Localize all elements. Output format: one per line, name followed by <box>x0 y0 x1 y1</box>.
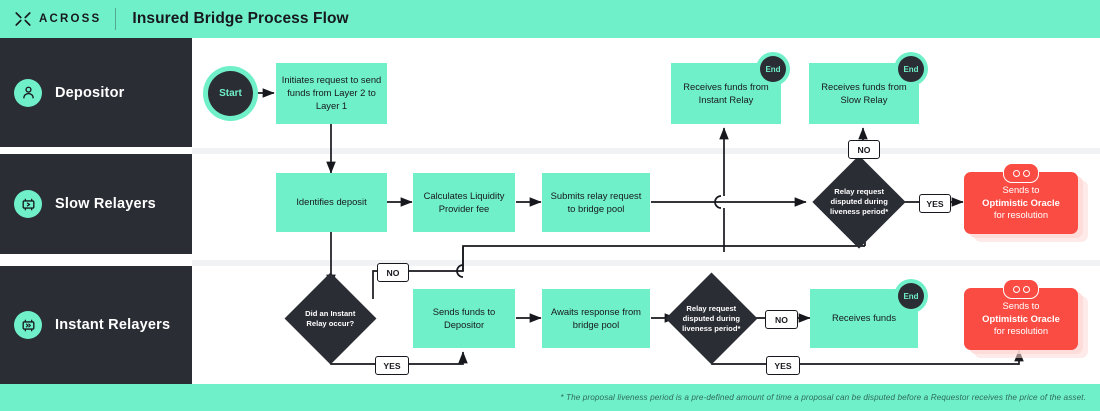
sidebar-label-slow-relayers: Slow Relayers <box>55 196 156 212</box>
oracle-line-3: for resolution <box>993 209 1049 221</box>
oracle-line-2: Optimistic Oracle <box>982 312 1060 324</box>
node-submits-relay-request[interactable]: Submits relay request to bridge pool <box>542 173 650 232</box>
sidebar-item-instant-relayers[interactable]: Instant Relayers <box>0 266 192 384</box>
oracle-line-3: for resolution <box>993 325 1049 337</box>
node-awaits-response[interactable]: Awaits response from bridge pool <box>542 289 650 348</box>
page-title: Insured Bridge Process Flow <box>132 10 349 27</box>
optimistic-oracle-icon <box>1003 163 1039 183</box>
node-optimistic-oracle-instant[interactable]: Sends to Optimistic Oracle for resolutio… <box>964 279 1088 358</box>
footer-bar: * The proposal liveness period is a pre-… <box>0 384 1100 411</box>
relay-icon <box>14 190 42 218</box>
brand-name: ACROSS <box>39 13 102 25</box>
header-divider <box>115 8 117 30</box>
node-identifies-deposit[interactable]: Identifies deposit <box>276 173 387 232</box>
optimistic-oracle-icon <box>1003 279 1039 299</box>
node-optimistic-oracle-slow[interactable]: Sends to Optimistic Oracle for resolutio… <box>964 163 1088 242</box>
footnote-text: * The proposal liveness period is a pre-… <box>560 393 1086 402</box>
fast-relay-icon <box>14 311 42 339</box>
oracle-line-1: Sends to <box>1002 183 1040 195</box>
end-badge: End <box>898 283 924 309</box>
edge-label-yes-instant-dispute: YES <box>766 356 800 375</box>
across-logo-icon <box>15 12 31 26</box>
brand-logo[interactable]: ACROSS <box>0 10 101 28</box>
lane-separator <box>192 148 1100 154</box>
start-node[interactable]: Start <box>208 71 253 116</box>
node-initiates-request[interactable]: Initiates request to send funds from Lay… <box>276 63 387 124</box>
node-sends-funds-to-depositor[interactable]: Sends funds to Depositor <box>413 289 515 348</box>
edge-label-no-instant: NO <box>377 263 409 282</box>
lane-separator <box>192 260 1100 266</box>
end-badge: End <box>898 56 924 82</box>
edge-label-no-instant-dispute: NO <box>765 310 798 329</box>
sidebar-item-depositor[interactable]: Depositor <box>0 38 192 147</box>
decision-instant-relay-disputed-label: Relay request disputed during liveness p… <box>682 303 741 333</box>
decision-slow-relay-disputed-label: Relay request disputed during liveness p… <box>829 187 889 216</box>
decision-instant-relay-occurred-label: Did an Instant Relay occur? <box>305 308 356 328</box>
oracle-line-1: Sends to <box>1002 299 1040 311</box>
sidebar-label-instant-relayers: Instant Relayers <box>55 317 171 333</box>
end-badge: End <box>760 56 786 82</box>
node-calculates-lp-fee[interactable]: Calculates Liquidity Provider fee <box>413 173 515 232</box>
header-bar: ACROSS Insured Bridge Process Flow <box>0 0 1100 38</box>
sidebar-label-depositor: Depositor <box>55 84 125 101</box>
edge-label-yes-slow: YES <box>919 194 951 213</box>
edge-label-yes-instant: YES <box>375 356 409 375</box>
user-icon <box>14 78 42 107</box>
edge-label-no-slow: NO <box>848 140 880 159</box>
sidebar-item-slow-relayers[interactable]: Slow Relayers <box>0 154 192 254</box>
oracle-line-2: Optimistic Oracle <box>982 196 1060 208</box>
